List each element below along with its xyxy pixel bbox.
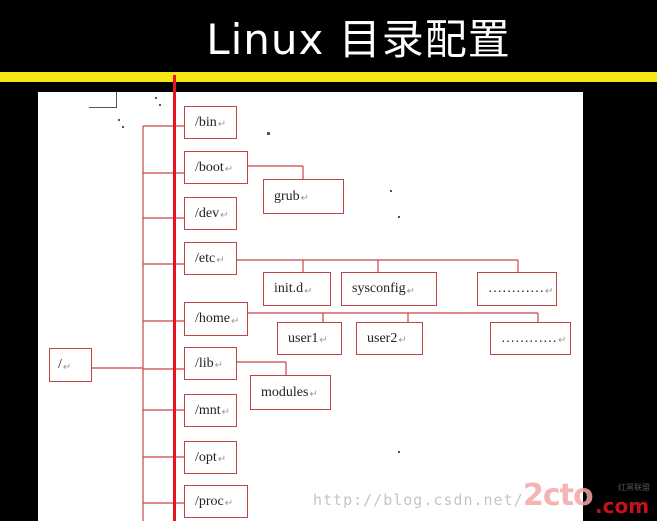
- node-grub: grub↵: [263, 179, 344, 214]
- node-mnt-label: /mnt: [195, 402, 221, 418]
- node-etc: /etc↵: [184, 242, 237, 275]
- node-etc-more-label: …………: [488, 281, 544, 296]
- node-dev: /dev↵: [184, 197, 237, 230]
- node-grub-label: grub: [274, 188, 300, 204]
- node-opt-label: /opt: [195, 449, 217, 465]
- node-proc-label: /proc: [195, 493, 224, 509]
- node-home-label: /home: [195, 311, 230, 326]
- watermark-com: .com: [595, 494, 650, 518]
- node-user1: user1↵: [277, 322, 342, 355]
- node-lib-label: /lib: [195, 355, 214, 371]
- node-etc-label: /etc: [195, 250, 216, 266]
- node-user2-label: user2: [367, 330, 398, 346]
- node-mnt: /mnt↵: [184, 394, 237, 427]
- node-boot-label: /boot: [195, 159, 224, 175]
- watermark-small-text: 红黑联盟: [618, 483, 650, 492]
- node-init-d: init.d↵: [263, 272, 331, 306]
- node-dev-label: /dev: [195, 205, 220, 221]
- node-root-label: /: [58, 357, 62, 372]
- node-sysconfig-label: sysconfig: [352, 281, 406, 296]
- node-boot: /boot↵: [184, 151, 248, 184]
- watermark-logo: 2cto: [523, 478, 594, 513]
- node-opt: /opt↵: [184, 441, 237, 474]
- node-bin-label: /bin: [195, 114, 217, 130]
- directory-tree-diagram: /↵ /bin↵ /boot↵ grub↵ /dev↵ /etc↵ init.d…: [38, 92, 583, 521]
- node-sysconfig: sysconfig↵: [341, 272, 437, 306]
- node-user1-label: user1: [288, 330, 319, 346]
- tree-connectors: [89, 92, 539, 521]
- slide-title: Linux 目录配置: [206, 15, 511, 64]
- node-etc-more: …………↵: [477, 272, 557, 306]
- node-bin: /bin↵: [184, 106, 237, 139]
- title-underline-band: [0, 72, 657, 82]
- node-lib: /lib↵: [184, 347, 237, 380]
- node-home-more: …………↵: [490, 322, 571, 355]
- node-proc: /proc↵: [184, 485, 248, 518]
- node-modules: modules↵: [250, 375, 331, 410]
- node-init-d-label: init.d: [274, 281, 304, 296]
- node-modules-label: modules: [261, 384, 309, 400]
- red-annotation-line: [173, 75, 176, 521]
- node-root: /↵: [49, 348, 92, 382]
- node-user2: user2↵: [356, 322, 423, 355]
- watermark-url: http://blog.csdn.net/: [313, 491, 524, 509]
- node-home-more-label: …………: [501, 330, 557, 346]
- node-home: /home↵: [184, 302, 248, 336]
